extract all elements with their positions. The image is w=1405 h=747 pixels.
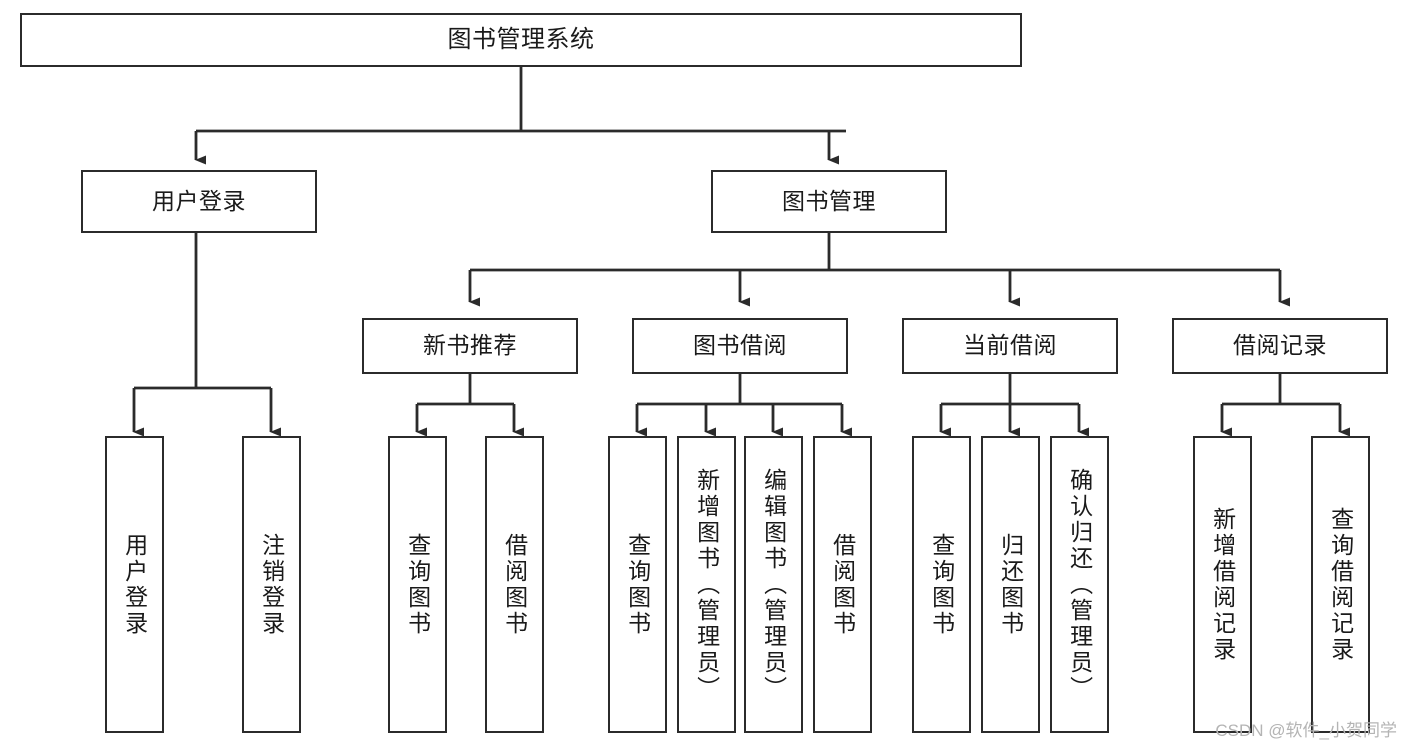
node-leaf-borrow-book-borrow[interactable]: 借阅图书 — [813, 436, 872, 733]
node-label: 注销登录 — [258, 532, 285, 637]
node-leaf-query-book-new[interactable]: 查询图书 — [388, 436, 447, 733]
node-label: 新书推荐 — [423, 332, 517, 359]
csdn-watermark: CSDN @软件_小贺同学 — [1215, 721, 1397, 740]
node-label: 借阅图书 — [829, 532, 856, 637]
node-leaf-add-borrow-record[interactable]: 新增借阅记录 — [1193, 436, 1252, 733]
node-leaf-query-book-borrow[interactable]: 查询图书 — [608, 436, 667, 733]
node-label: 确认归还（管理员） — [1066, 467, 1093, 702]
node-leaf-return-book[interactable]: 归还图书 — [981, 436, 1040, 733]
node-borrow-record[interactable]: 借阅记录 — [1172, 318, 1388, 374]
node-label: 图书管理 — [782, 187, 876, 214]
node-leaf-user-login[interactable]: 用户登录 — [105, 436, 164, 733]
node-label: 借阅图书 — [501, 532, 528, 637]
node-user-login[interactable]: 用户登录 — [81, 170, 317, 233]
node-leaf-query-book-current[interactable]: 查询图书 — [912, 436, 971, 733]
node-label: 图书管理系统 — [447, 25, 595, 53]
node-leaf-borrow-book-new[interactable]: 借阅图书 — [485, 436, 544, 733]
node-leaf-add-book-admin[interactable]: 新增图书（管理员） — [677, 436, 736, 733]
node-current-borrow[interactable]: 当前借阅 — [902, 318, 1118, 374]
node-root-book-management-system[interactable]: 图书管理系统 — [20, 13, 1022, 67]
node-label: 查询借阅记录 — [1327, 506, 1354, 663]
node-label: 图书借阅 — [693, 332, 787, 359]
node-new-book-recommendation[interactable]: 新书推荐 — [362, 318, 578, 374]
node-label: 借阅记录 — [1233, 332, 1327, 359]
node-label: 编辑图书（管理员） — [760, 467, 787, 702]
node-leaf-query-borrow-record[interactable]: 查询借阅记录 — [1311, 436, 1370, 733]
node-label: 用户登录 — [152, 187, 246, 214]
node-leaf-logout-login[interactable]: 注销登录 — [242, 436, 301, 733]
node-label: 查询图书 — [404, 532, 431, 637]
node-leaf-edit-book-admin[interactable]: 编辑图书（管理员） — [744, 436, 803, 733]
node-leaf-confirm-return-admin[interactable]: 确认归还（管理员） — [1050, 436, 1109, 733]
node-label: 新增借阅记录 — [1209, 506, 1236, 663]
node-label: 归还图书 — [997, 532, 1024, 637]
node-label: 查询图书 — [928, 532, 955, 637]
node-book-manage[interactable]: 图书管理 — [711, 170, 947, 233]
node-label: 用户登录 — [121, 532, 148, 637]
node-label: 当前借阅 — [963, 332, 1057, 359]
node-book-borrow[interactable]: 图书借阅 — [632, 318, 848, 374]
node-label: 查询图书 — [624, 532, 651, 637]
node-label: 新增图书（管理员） — [693, 467, 720, 702]
